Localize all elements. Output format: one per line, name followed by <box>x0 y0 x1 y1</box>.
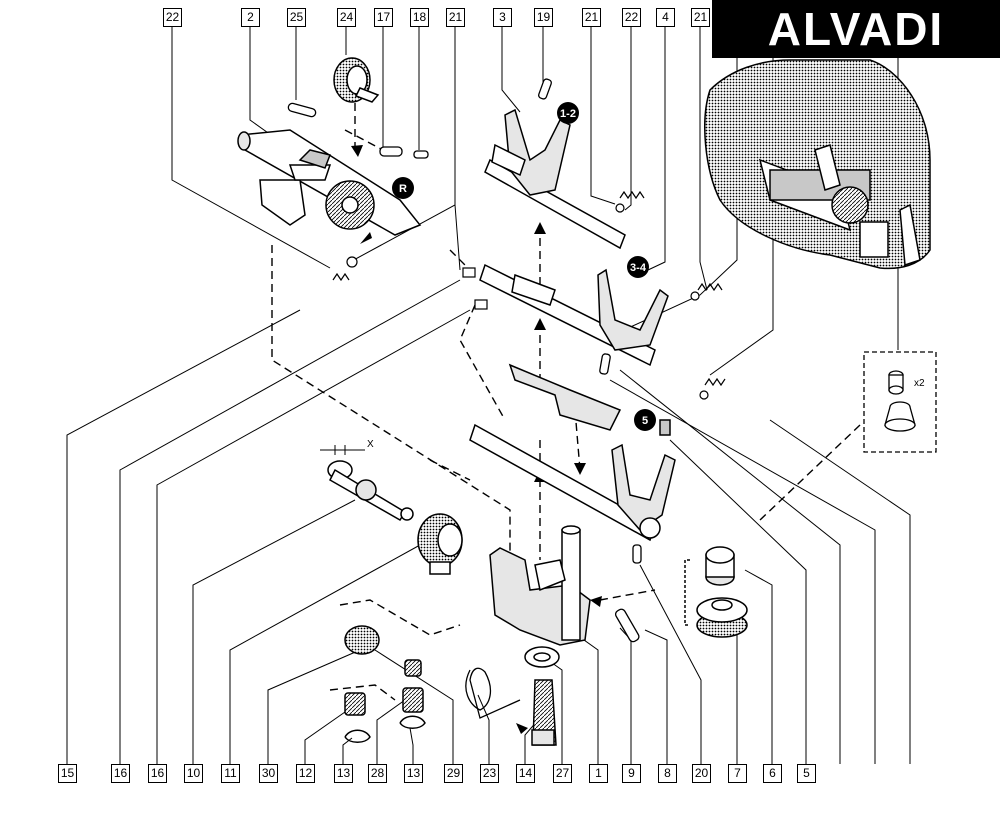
fork-3-4-assembly <box>479 263 669 367</box>
interlock-block <box>508 363 622 431</box>
callout-bottom-10: 13 <box>404 764 423 783</box>
callout-top-1: 22 <box>163 8 182 27</box>
bushing-24 <box>333 57 380 103</box>
arrowheads <box>351 145 602 734</box>
callout-top-4: 24 <box>337 8 356 27</box>
badge-r: R <box>399 183 407 195</box>
callout-bottom-21: 5 <box>797 764 816 783</box>
callout-bottom-20: 6 <box>763 764 782 783</box>
badge-5: 5 <box>642 415 648 427</box>
callout-bottom-14: 27 <box>553 764 572 783</box>
inset-quantity-label: x2 <box>914 378 925 389</box>
dimension-x-label: X <box>367 439 374 450</box>
callout-top-3: 25 <box>287 8 306 27</box>
callout-bottom-12: 23 <box>480 764 499 783</box>
detent-springs <box>332 190 726 400</box>
callout-top-6: 18 <box>410 8 429 27</box>
badge-3-4: 3-4 <box>630 262 647 274</box>
callout-top-5: 17 <box>374 8 393 27</box>
leader-lines-bottom <box>66 279 911 764</box>
callout-bottom-17: 8 <box>658 764 677 783</box>
fork-5-assembly <box>469 419 676 542</box>
callout-top-9: 19 <box>534 8 553 27</box>
callout-top-7: 21 <box>446 8 465 27</box>
shift-housing-1 <box>489 525 591 646</box>
callout-bottom-5: 11 <box>221 764 240 783</box>
callout-bottom-6: 30 <box>259 764 278 783</box>
callout-bottom-3: 16 <box>148 764 167 783</box>
gearbox-case <box>704 59 931 270</box>
callout-top-11: 22 <box>622 8 641 27</box>
callout-top-2: 2 <box>241 8 260 27</box>
small-pins <box>287 78 642 643</box>
seals-6-7 <box>684 546 748 638</box>
bearing-11 <box>417 513 463 575</box>
callout-bottom-18: 20 <box>692 764 711 783</box>
inset-bushings: x2 <box>863 351 937 453</box>
callout-top-8: 3 <box>493 8 512 27</box>
callout-bottom-2: 16 <box>111 764 130 783</box>
callout-top-10: 21 <box>582 8 601 27</box>
callout-top-12: 4 <box>656 8 675 27</box>
badge-1-2: 1-2 <box>560 108 576 120</box>
callout-bottom-8: 13 <box>334 764 353 783</box>
callout-bottom-11: 29 <box>444 764 463 783</box>
small-components <box>344 625 426 743</box>
reverse-shaft-assembly <box>237 129 422 236</box>
callout-top-13: 21 <box>691 8 710 27</box>
selector-lever-10 <box>320 445 414 522</box>
assembly-dashed-lines <box>271 90 861 701</box>
washer-and-switch <box>524 646 560 746</box>
callout-bottom-9: 28 <box>368 764 387 783</box>
callout-bottom-13: 14 <box>516 764 535 783</box>
callout-bottom-16: 9 <box>622 764 641 783</box>
callout-bottom-15: 1 <box>589 764 608 783</box>
alvadi-logo: ALVADI <box>712 0 1000 58</box>
clip-23 <box>465 667 521 719</box>
callout-bottom-7: 12 <box>296 764 315 783</box>
callout-bottom-4: 10 <box>184 764 203 783</box>
callout-bottom-1: 15 <box>58 764 77 783</box>
callout-bottom-19: 7 <box>728 764 747 783</box>
gear-badges: 1-2 R 3-4 5 <box>392 102 656 431</box>
fork-1-2-assembly <box>484 108 626 250</box>
